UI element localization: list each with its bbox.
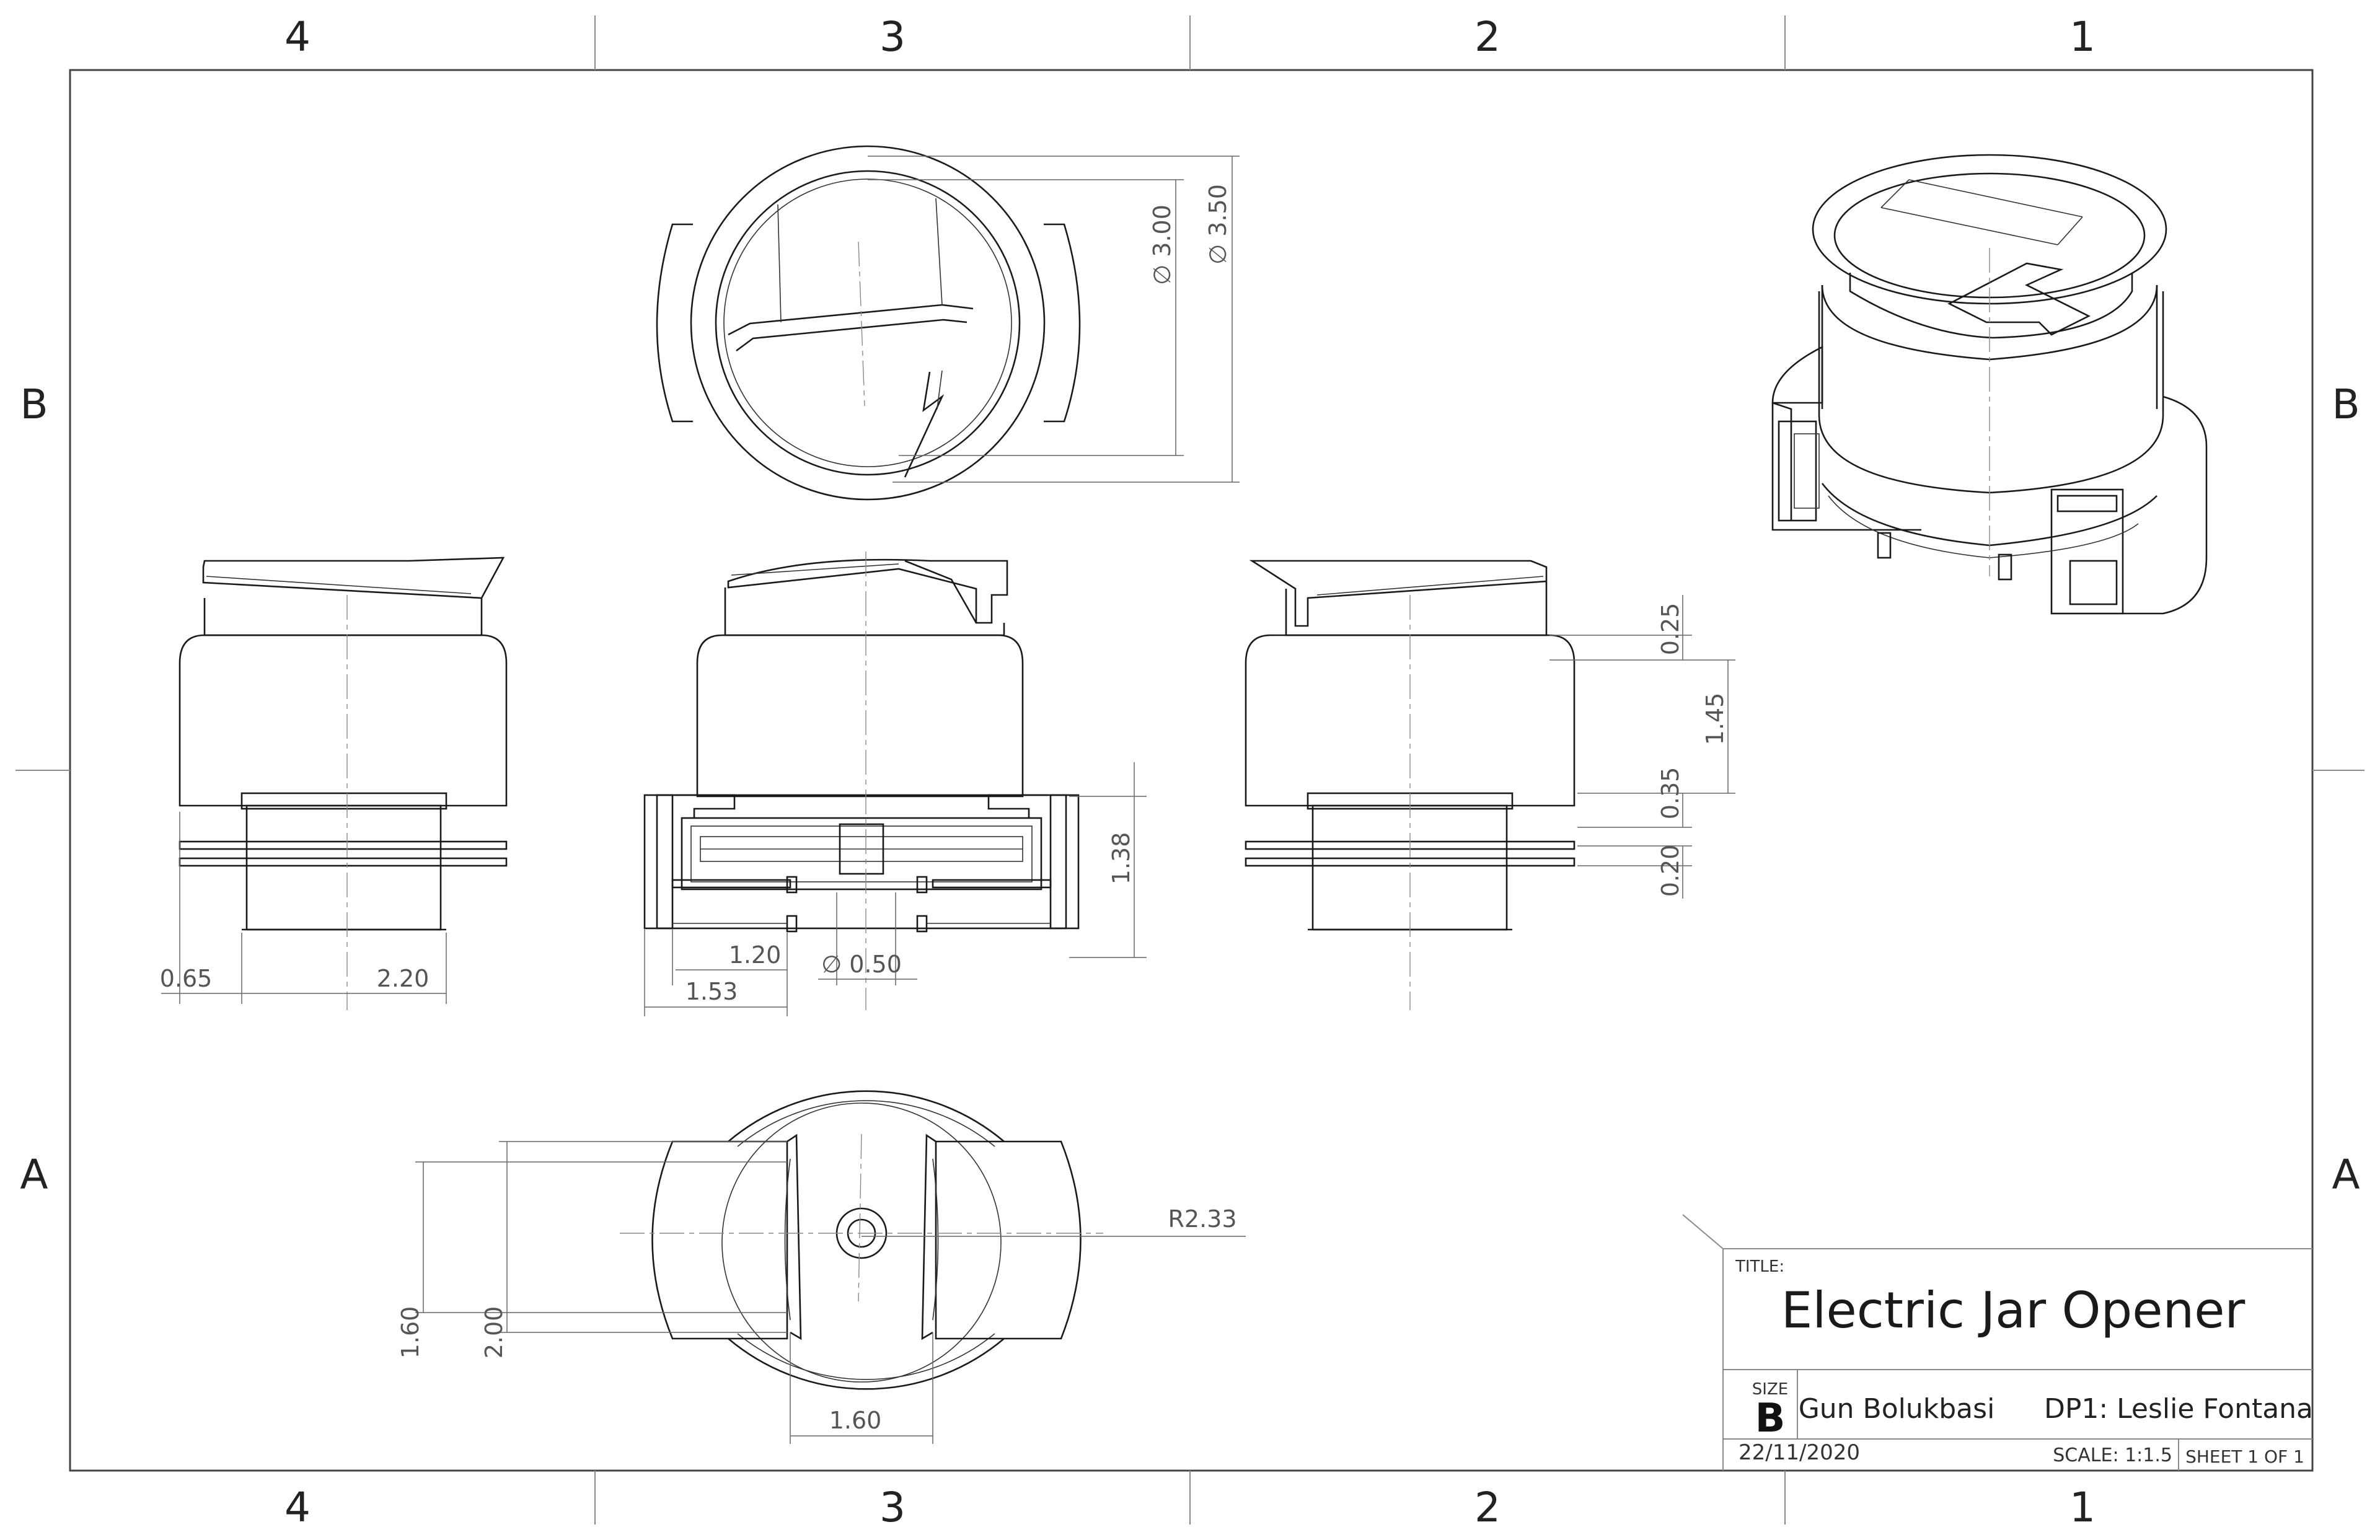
sheet-number: SHEET 1 OF 1 (2185, 1446, 2304, 1467)
drawing-scale: SCALE: 1:1.5 (2053, 1445, 2172, 1466)
zone-row-a-left: A (20, 1151, 48, 1199)
dim-right-body: 1.45 (1701, 693, 1729, 746)
zone-column-1-bottom: 1 (2069, 1484, 2096, 1531)
size-value: B (1755, 1396, 1786, 1441)
dim-right-top: 0.25 (1657, 603, 1684, 656)
dim-top-inner-diameter: ∅ 3.00 (1148, 205, 1176, 285)
zone-column-3-top: 3 (879, 13, 906, 61)
zone-column-2-top: 2 (1474, 13, 1501, 61)
size-label: SIZE (1752, 1380, 1788, 1399)
dim-left-offset: 0.65 (160, 965, 213, 992)
author-name: Gun Bolukbasi (1799, 1393, 1995, 1425)
top-view (656, 145, 1240, 501)
dim-front-width: 1.53 (685, 978, 738, 1005)
zone-column-1-top: 1 (2069, 13, 2096, 61)
zone-row-b-left: B (20, 381, 48, 428)
isometric-view (1771, 154, 2208, 615)
zone-column-2-bottom: 2 (1474, 1484, 1501, 1531)
dim-bottom-outer-height: 2.00 (480, 1306, 508, 1359)
dim-left-width: 2.20 (377, 965, 430, 992)
zone-column-4-top: 4 (284, 13, 311, 61)
title-block (1682, 1214, 2312, 1471)
zone-column-3-bottom: 3 (879, 1484, 906, 1531)
front-view (643, 552, 1147, 1016)
dim-bottom-width: 1.60 (829, 1407, 882, 1434)
bottom-view (415, 1090, 1246, 1444)
drawing-title: Electric Jar Opener (1781, 1282, 2246, 1339)
zone-ticks (15, 15, 2365, 1525)
title-label: TITLE: (1735, 1257, 1784, 1276)
zone-column-4-bottom: 4 (284, 1484, 311, 1531)
dim-bottom-radius: R2.33 (1168, 1205, 1236, 1233)
dim-right-rail: 0.20 (1657, 845, 1684, 897)
dim-bottom-inner-height: 1.60 (397, 1306, 424, 1359)
drawing-date: 22/11/2020 (1739, 1440, 1860, 1465)
dim-front-height: 1.38 (1108, 832, 1135, 885)
dim-front-slot: 1.20 (729, 941, 782, 969)
left-view (161, 557, 508, 1010)
dim-front-hole: ∅ 0.50 (821, 951, 902, 978)
zone-row-b-right: B (2332, 381, 2360, 428)
dim-top-outer-diameter: ∅ 3.50 (1204, 184, 1232, 265)
zone-row-a-right: A (2332, 1151, 2360, 1199)
dim-right-gap: 0.35 (1657, 767, 1684, 820)
right-view (1245, 560, 1735, 1010)
checker-name: DP1: Leslie Fontana (2044, 1393, 2313, 1425)
drawing-border (69, 69, 2314, 1472)
